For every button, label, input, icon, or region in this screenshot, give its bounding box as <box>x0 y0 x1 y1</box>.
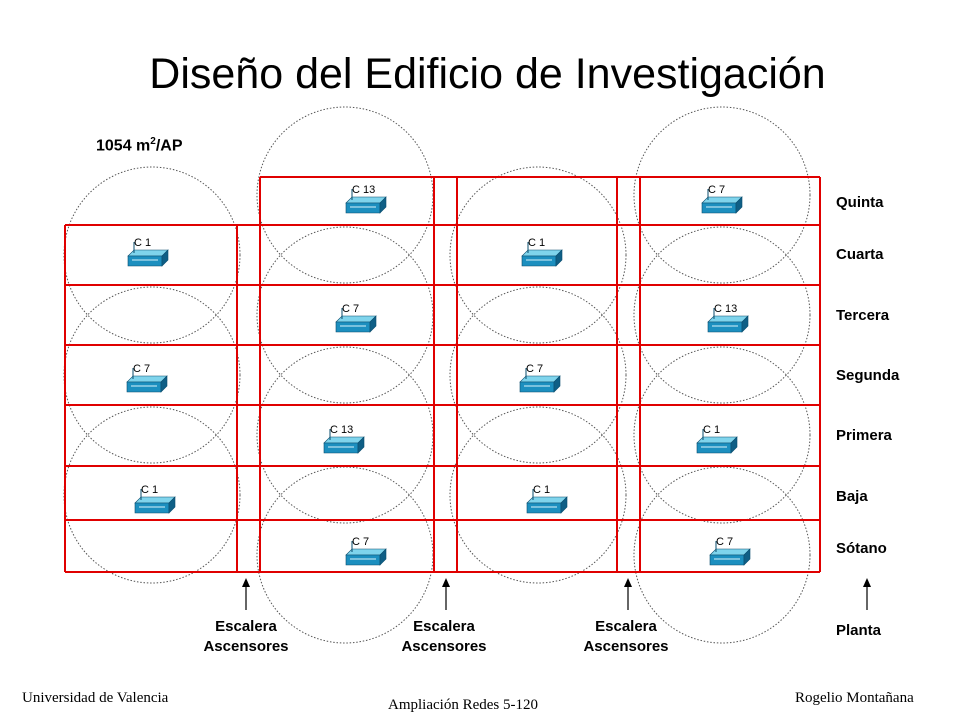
access-point-12: C 7 <box>345 536 387 566</box>
access-point-3: C 1 <box>521 237 563 267</box>
floor-label-segunda: Segunda <box>836 367 900 384</box>
coverage-circle-2 <box>63 406 241 584</box>
access-point-5: C 13 <box>707 303 749 333</box>
coverage-circle-7 <box>449 166 627 344</box>
footer-author: Rogelio Montañana <box>795 690 914 706</box>
access-point-side <box>160 375 168 393</box>
floor-label-quinta: Quinta <box>836 194 884 211</box>
access-point-side <box>555 249 563 267</box>
access-point-front <box>707 321 743 333</box>
access-point-8: C 13 <box>323 424 365 454</box>
coverage-circle-1 <box>63 286 241 464</box>
access-point-channel-label: C 7 <box>352 536 369 548</box>
coverage-circle-8 <box>449 286 627 464</box>
access-point-front <box>345 202 381 214</box>
access-point-6: C 7 <box>126 363 168 393</box>
access-point-side <box>553 375 561 393</box>
access-point-side <box>357 436 365 454</box>
access-point-channel-label: C 7 <box>716 536 733 548</box>
access-point-side <box>730 436 738 454</box>
coverage-density-label: 1054 m2/AP <box>96 136 183 155</box>
stair-arrow-2 <box>442 578 450 610</box>
arrow-head <box>863 578 871 587</box>
access-point-channel-label: C 7 <box>342 303 359 315</box>
access-point-front <box>345 554 381 566</box>
access-point-side <box>379 548 387 566</box>
access-point-front <box>323 442 359 454</box>
access-point-side <box>369 315 377 333</box>
access-point-channel-label: C 1 <box>141 484 158 496</box>
coverage-circle-4 <box>256 226 434 404</box>
access-point-channel-label: C 1 <box>528 237 545 249</box>
coverage-circle-9 <box>449 406 627 584</box>
access-point-channel-label: C 1 <box>703 424 720 436</box>
access-point-front <box>335 321 371 333</box>
access-point-side <box>379 196 387 214</box>
planta-arrow <box>863 578 871 610</box>
access-point-front <box>519 381 555 393</box>
planta-label: Planta <box>836 622 882 639</box>
access-point-side <box>168 496 176 514</box>
access-point-4: C 7 <box>335 303 377 333</box>
access-point-front <box>126 381 162 393</box>
arrow-head <box>624 578 632 587</box>
building-grid <box>64 176 821 573</box>
arrow-head <box>442 578 450 587</box>
access-point-side <box>161 249 169 267</box>
access-point-channel-label: C 13 <box>352 184 375 196</box>
stair-arrows <box>242 578 871 610</box>
floor-label-primera: Primera <box>836 427 892 444</box>
access-points: C 13 C 7 C 1 C 1 C 7 C 13 C 7 C 7 C 13 C 1 C 1 C 1 C… <box>126 184 751 566</box>
access-point-13: C 7 <box>709 536 751 566</box>
page-title: Diseño del Edificio de Investigación <box>149 50 826 98</box>
access-point-front <box>521 255 557 267</box>
access-point-channel-label: C 7 <box>133 363 150 375</box>
access-point-side <box>560 496 568 514</box>
stair-arrow-3 <box>624 578 632 610</box>
access-point-channel-label: C 13 <box>714 303 737 315</box>
floor-label-cuarta: Cuarta <box>836 246 884 263</box>
access-point-channel-label: C 1 <box>134 237 151 249</box>
floor-label-baja: Baja <box>836 488 868 505</box>
access-point-9: C 1 <box>696 424 738 454</box>
coverage-circle-0 <box>63 166 241 344</box>
coverage-circle-3 <box>256 106 434 284</box>
access-point-7: C 7 <box>519 363 561 393</box>
access-point-front <box>127 255 163 267</box>
access-point-channel-label: C 1 <box>533 484 550 496</box>
coverage-circle-12 <box>633 346 811 524</box>
coverage-circle-10 <box>633 106 811 284</box>
access-point-side <box>743 548 751 566</box>
footer-slide-number: Ampliación Redes 5-120 <box>388 697 538 713</box>
access-point-side <box>735 196 743 214</box>
access-point-channel-label: C 7 <box>708 184 725 196</box>
access-point-1: C 7 <box>701 184 743 214</box>
arrow-head <box>242 578 250 587</box>
access-point-front <box>709 554 745 566</box>
access-point-11: C 1 <box>526 484 568 514</box>
coverage-circle-13 <box>633 466 811 644</box>
access-point-channel-label: C 13 <box>330 424 353 436</box>
footer-institution: Universidad de Valencia <box>22 690 169 706</box>
access-point-2: C 1 <box>127 237 169 267</box>
coverage-circles <box>63 106 811 644</box>
access-point-front <box>696 442 732 454</box>
access-point-front <box>134 502 170 514</box>
access-point-channel-label: C 7 <box>526 363 543 375</box>
access-point-front <box>701 202 737 214</box>
coverage-circle-11 <box>633 226 811 404</box>
stair-arrow-1 <box>242 578 250 610</box>
access-point-0: C 13 <box>345 184 387 214</box>
access-point-front <box>526 502 562 514</box>
floor-label-sotano: Sótano <box>836 540 887 557</box>
access-point-10: C 1 <box>134 484 176 514</box>
access-point-side <box>741 315 749 333</box>
floor-label-tercera: Tercera <box>836 307 890 324</box>
